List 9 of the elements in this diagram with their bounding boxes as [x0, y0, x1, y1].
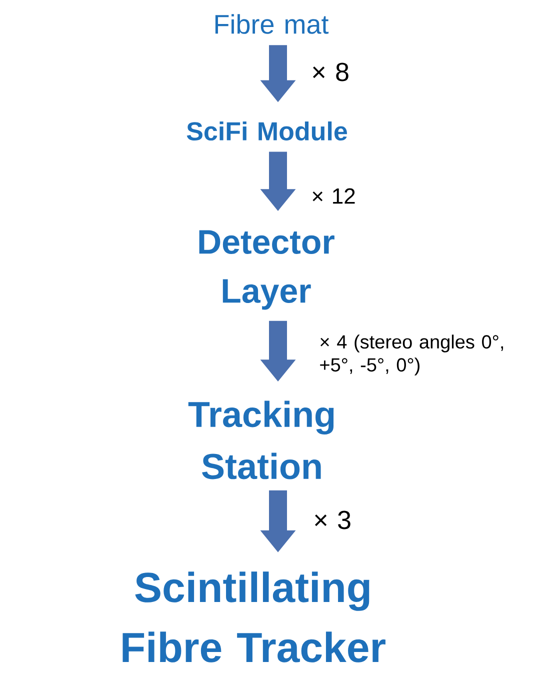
title-text: Tracking Station — [188, 400, 334, 480]
title-text: Fibre mat — [215, 14, 329, 34]
multiplier-label: × 4 (stereo angles 0°, +5°, -5°, 0°) — [320, 334, 504, 376]
multiplier-label: × 8 — [313, 62, 348, 82]
title-text: SciFi Module — [186, 121, 347, 141]
multiplier-label: × 3 — [315, 510, 350, 530]
multiplier-label: × 12 — [312, 188, 355, 204]
title-text: Detector Layer — [199, 230, 334, 310]
title-text: Scintillating Fibre Tracker — [122, 572, 386, 662]
